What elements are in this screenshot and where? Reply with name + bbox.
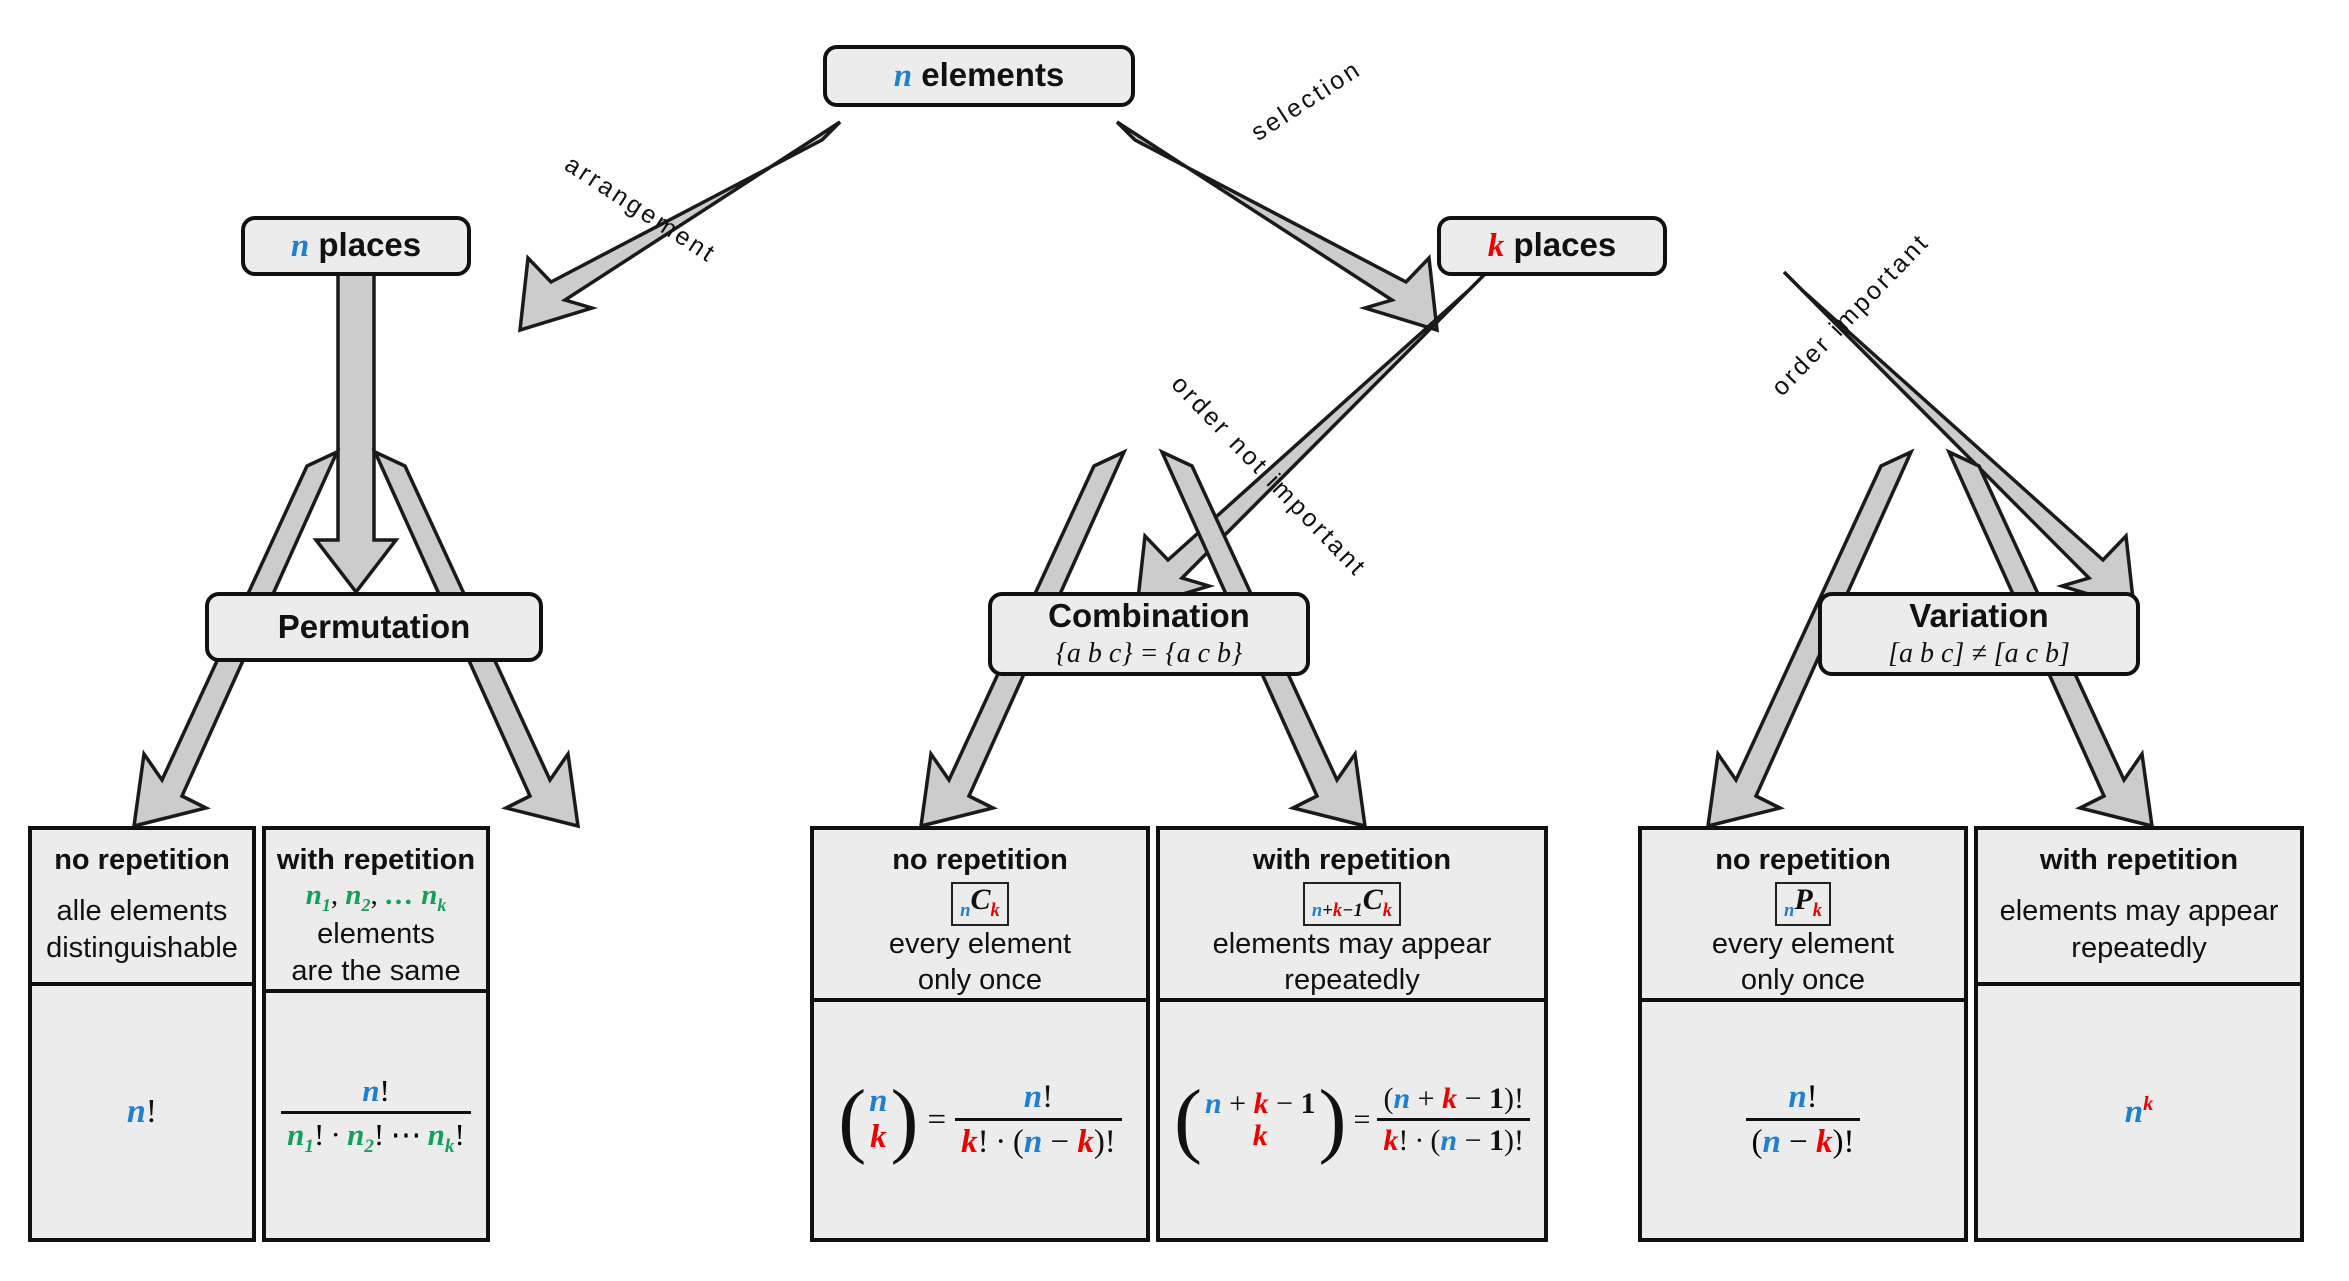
arrow-selection	[1115, 120, 1440, 333]
leaf-combination-with-repetition[interactable]: with repetition n+k−1Ck elements may app…	[1156, 826, 1548, 1242]
arrow-n-places-permutation	[312, 270, 400, 595]
node-n-elements-label: n elements	[893, 56, 1065, 95]
edge-label-order-important: order important	[1766, 227, 1936, 402]
leaf-header: no repetition	[54, 844, 230, 876]
node-k-places-text: places	[1513, 226, 1617, 264]
node-n-elements-text: elements	[921, 56, 1065, 94]
leaf-description: n1, n2, … nk elements are the same	[266, 877, 486, 989]
node-n-elements[interactable]: n elements	[823, 45, 1135, 107]
node-k-places-label: k places	[1487, 226, 1617, 265]
leaf-permutation-no-repetition[interactable]: no repetition alle elements distinguisha…	[28, 826, 256, 1242]
leaf-description: alle elements distinguishable	[38, 877, 246, 982]
leaf-description: elements may appear repeatedly	[1205, 926, 1500, 999]
leaf-formula: n! n1! · n2! ⋯ nk!	[266, 993, 486, 1238]
leaf-header: no repetition	[892, 844, 1068, 876]
leaf-variation-no-repetition[interactable]: no repetition nPk every element only onc…	[1638, 826, 1968, 1242]
formula-multiset-permutation: n! n1! · n2! ⋯ nk!	[281, 1073, 471, 1158]
desc-line-1: elements may appear	[1999, 895, 2279, 928]
node-combination[interactable]: Combination {a b c} = {a c b}	[988, 592, 1310, 676]
desc-line-2: only once	[917, 963, 1043, 996]
desc-line-2: are the same	[291, 954, 461, 987]
leaf-formula: n!	[32, 986, 252, 1238]
node-permutation-label: Permutation	[277, 607, 471, 645]
leaf-permutation-with-repetition[interactable]: with repetition n1, n2, … nk elements ar…	[262, 826, 490, 1242]
leaf-description: every element only once	[881, 926, 1079, 999]
leaf-formula: nk	[1978, 986, 2300, 1238]
desc-line-2: repeatedly	[1284, 963, 1420, 996]
node-n-places-label: n places	[290, 226, 422, 265]
leaf-upper: with repetition elements may appear repe…	[1978, 830, 2300, 986]
leaf-header: with repetition	[2039, 844, 2239, 876]
leaf-upper: no repetition nCk every element only onc…	[814, 830, 1146, 1003]
node-variation[interactable]: Variation [a b c] ≠ [a c b]	[1818, 592, 2140, 676]
leaf-combination-no-repetition[interactable]: no repetition nCk every element only onc…	[810, 826, 1150, 1242]
formula-n-factorial: n!	[126, 1093, 158, 1130]
desc-line-2: only once	[1740, 963, 1866, 996]
leaf-header: with repetition	[276, 844, 476, 876]
formula-n-power-k: nk	[2124, 1093, 2154, 1130]
edge-label-arrangement: arrangement	[559, 150, 722, 269]
leaf-upper: no repetition alle elements distinguisha…	[32, 830, 252, 986]
desc-line-2: distinguishable	[46, 931, 238, 964]
desc-line-2: repeatedly	[2071, 931, 2207, 964]
notation-badge-nCk: nCk	[951, 882, 1009, 926]
leaf-upper: with repetition n1, n2, … nk elements ar…	[266, 830, 486, 993]
formula-variation: n! (n − k)!	[1745, 1079, 1861, 1161]
leaf-header: with repetition	[1252, 844, 1452, 876]
leaf-variation-with-repetition[interactable]: with repetition elements may appear repe…	[1974, 826, 2304, 1242]
arrow-order-not-important	[1134, 270, 1489, 611]
node-combination-example: {a b c} = {a c b}	[1055, 637, 1243, 669]
node-k-places[interactable]: k places	[1437, 216, 1667, 276]
leaf-formula: n! (n − k)!	[1642, 1002, 1964, 1238]
node-permutation[interactable]: Permutation	[205, 592, 543, 662]
notation-badge-npk1Ck: n+k−1Ck	[1302, 882, 1402, 926]
node-combination-label: Combination	[1048, 597, 1250, 635]
edge-label-order-not-important: order not important	[1165, 370, 1373, 583]
leaf-upper: with repetition n+k−1Ck elements may app…	[1160, 830, 1544, 1003]
desc-line-1: n1, n2, … nk elements	[305, 879, 447, 951]
variable-n: n	[290, 228, 310, 265]
desc-line-1: every element	[888, 927, 1072, 960]
leaf-upper: no repetition nPk every element only onc…	[1642, 830, 1964, 1003]
variable-k: k	[1487, 228, 1505, 265]
leaf-formula: ( n + k − 1 k ) = (n + k − 1)! k! · (n −…	[1160, 1002, 1544, 1238]
edge-label-selection: selection	[1246, 54, 1367, 147]
variable-n: n	[893, 58, 913, 95]
node-n-places[interactable]: n places	[241, 216, 471, 276]
node-variation-example: [a b c] ≠ [a c b]	[1888, 637, 2070, 669]
formula-multiset-binomial: ( n + k − 1 k ) = (n + k − 1)! k! · (n −…	[1174, 1077, 1530, 1162]
desc-line-1: every element	[1711, 927, 1895, 960]
leaf-description: every element only once	[1704, 926, 1902, 999]
desc-line-1: elements may appear	[1212, 927, 1492, 960]
node-variation-label: Variation	[1909, 597, 2049, 635]
desc-line-1: alle elements	[56, 895, 228, 928]
leaf-header: no repetition	[1715, 844, 1891, 876]
node-n-places-text: places	[318, 226, 422, 264]
leaf-description: elements may appear repeatedly	[1992, 877, 2287, 982]
notation-badge-nPk: nPk	[1775, 882, 1831, 926]
